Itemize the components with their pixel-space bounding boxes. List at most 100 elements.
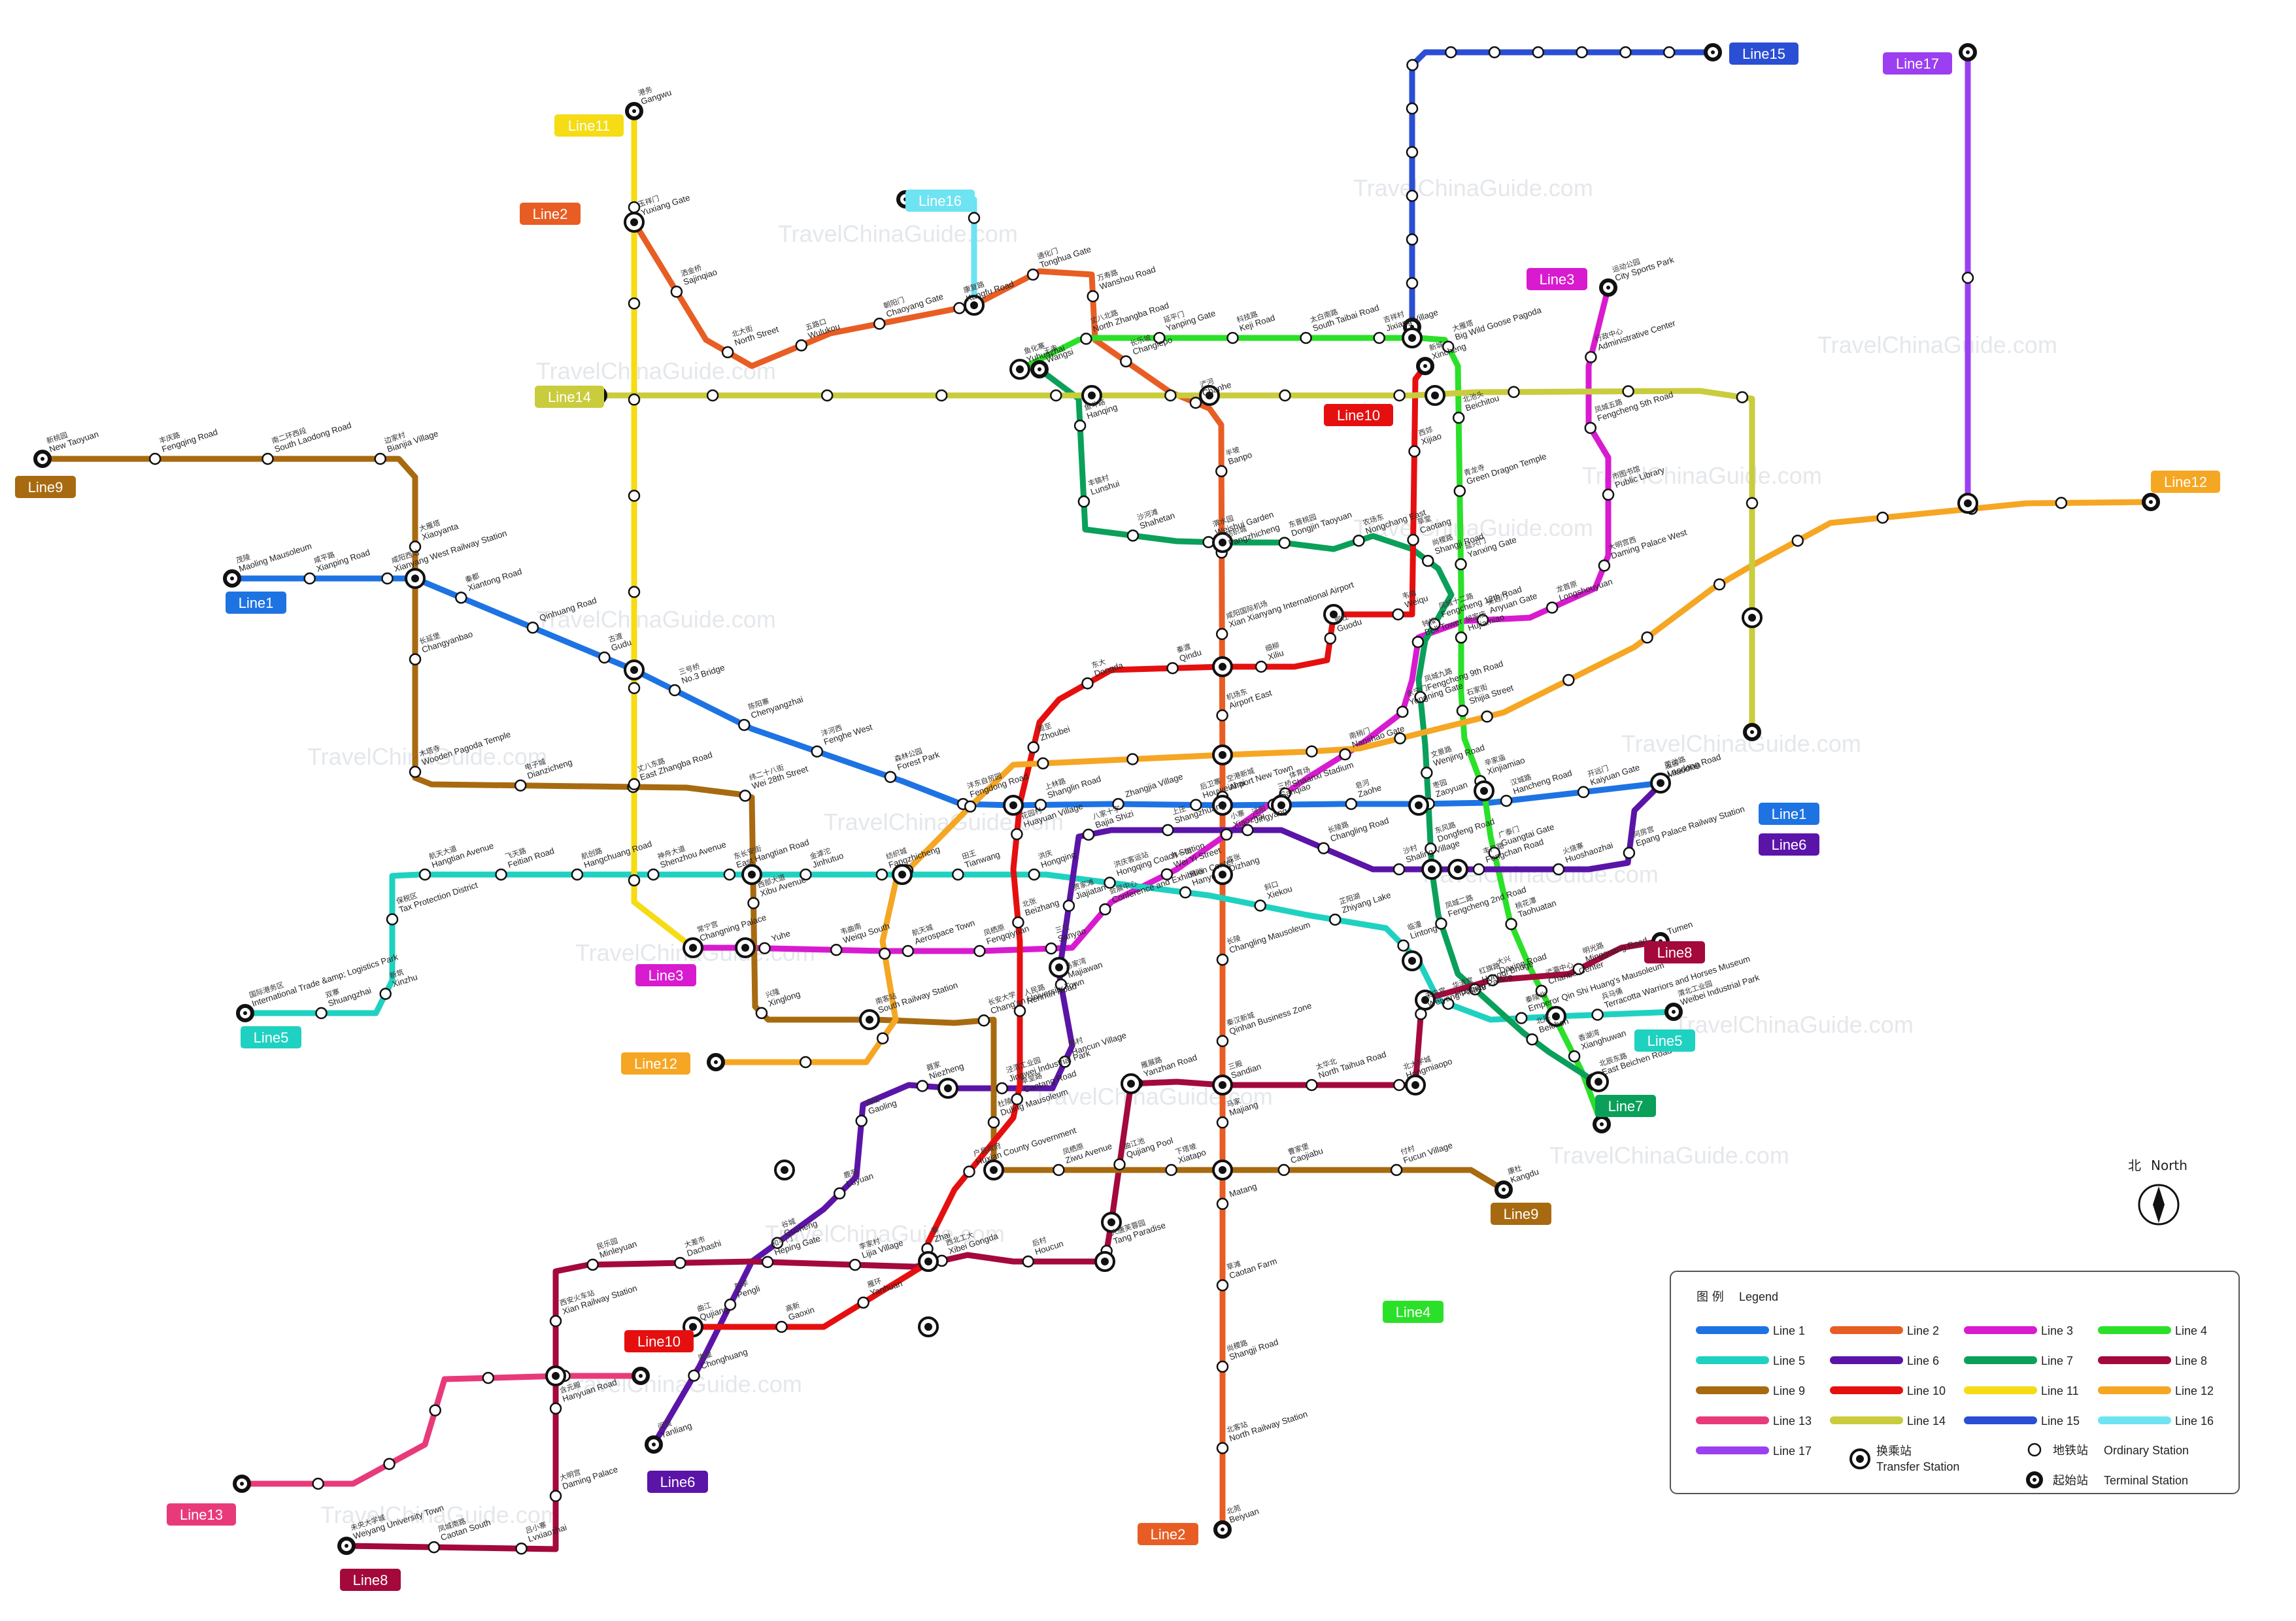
station[interactable] [1328,913,1342,926]
station[interactable] [1435,917,1447,930]
station[interactable] [1568,1050,1581,1063]
station[interactable] [876,1032,889,1044]
station[interactable] [771,1237,784,1249]
station[interactable] [1476,614,1489,626]
station[interactable] [148,452,161,465]
station[interactable] [1099,903,1111,916]
transfer-station[interactable] [1212,744,1233,765]
station[interactable] [1421,767,1433,779]
station[interactable] [674,1256,686,1269]
station[interactable] [738,718,751,731]
station[interactable] [586,1258,599,1271]
station[interactable] [628,682,641,694]
transfer-station[interactable] [741,864,762,885]
station[interactable] [1408,445,1421,458]
station[interactable] [1577,786,1590,799]
transfer-station[interactable] [1049,957,1070,978]
station[interactable] [549,1314,562,1328]
station[interactable] [884,771,897,783]
transfer-station[interactable] [545,1365,566,1386]
station[interactable] [739,790,752,802]
station[interactable] [1216,1360,1229,1373]
station[interactable] [1526,1033,1538,1046]
transfer-station[interactable] [1474,780,1494,801]
station[interactable] [1073,419,1087,432]
station[interactable] [1623,846,1636,860]
station[interactable] [1545,601,1559,614]
station[interactable] [409,541,422,553]
station[interactable] [1562,674,1575,686]
station[interactable] [303,572,316,585]
station[interactable] [724,1298,737,1311]
station[interactable] [1585,351,1597,363]
station[interactable] [1026,268,1039,281]
station[interactable] [811,745,824,758]
station[interactable] [977,1014,990,1027]
station[interactable] [1277,1163,1291,1177]
station[interactable] [1421,554,1434,567]
station[interactable] [1317,842,1330,854]
transfer-station[interactable] [683,937,703,958]
station[interactable] [1876,511,1889,524]
transfer-station[interactable] [1421,859,1442,880]
station[interactable] [795,339,808,352]
transfer-station[interactable] [1003,795,1024,816]
station[interactable] [1393,863,1406,876]
station[interactable] [409,765,422,778]
station[interactable] [1472,863,1485,876]
station[interactable] [381,572,394,585]
station[interactable] [1216,953,1229,966]
station[interactable] [1012,916,1024,929]
station[interactable] [1791,534,1804,547]
station[interactable] [875,868,888,881]
station[interactable] [1022,1255,1034,1268]
station[interactable] [1396,705,1409,718]
station[interactable] [1226,331,1239,344]
station[interactable] [1166,661,1179,675]
transfer-station[interactable] [1199,385,1220,406]
transfer-station[interactable] [1212,1160,1233,1180]
station[interactable] [383,1458,396,1470]
station[interactable] [1216,1035,1229,1047]
station[interactable] [1120,355,1132,368]
station[interactable] [1030,360,1049,378]
transfer-station[interactable] [918,1251,939,1272]
transfer-station[interactable] [918,1316,939,1337]
station[interactable] [428,1541,441,1554]
station[interactable] [1599,278,1617,297]
station[interactable] [1576,46,1588,59]
station[interactable] [723,868,736,881]
station[interactable] [916,1080,929,1092]
station[interactable] [223,569,241,588]
station[interactable] [1486,974,1499,986]
station[interactable] [1306,745,1318,758]
station[interactable] [1055,978,1068,991]
station[interactable] [1442,997,1455,1010]
station[interactable] [1300,331,1312,344]
station[interactable] [379,988,392,1000]
station[interactable] [1126,753,1139,765]
station[interactable] [418,868,431,881]
station[interactable] [830,944,843,956]
station[interactable] [628,490,641,502]
station[interactable] [1453,484,1466,497]
transfer-station[interactable] [1650,773,1671,794]
transfer-station[interactable] [1402,950,1423,971]
station[interactable] [628,393,641,406]
station[interactable] [1013,1005,1026,1017]
station[interactable] [1704,43,1722,61]
station[interactable] [953,302,966,314]
station[interactable] [721,346,734,359]
station[interactable] [1216,1197,1229,1211]
station[interactable] [1736,391,1749,403]
station[interactable] [1406,190,1419,202]
station[interactable] [1452,411,1465,424]
transfer-station[interactable] [1212,1075,1233,1095]
station[interactable] [455,592,467,604]
station[interactable] [706,389,719,402]
station[interactable] [625,102,643,120]
station[interactable] [1215,627,1228,641]
station[interactable] [1050,389,1062,402]
station[interactable] [1254,899,1266,912]
transfer-station[interactable] [1212,864,1233,885]
